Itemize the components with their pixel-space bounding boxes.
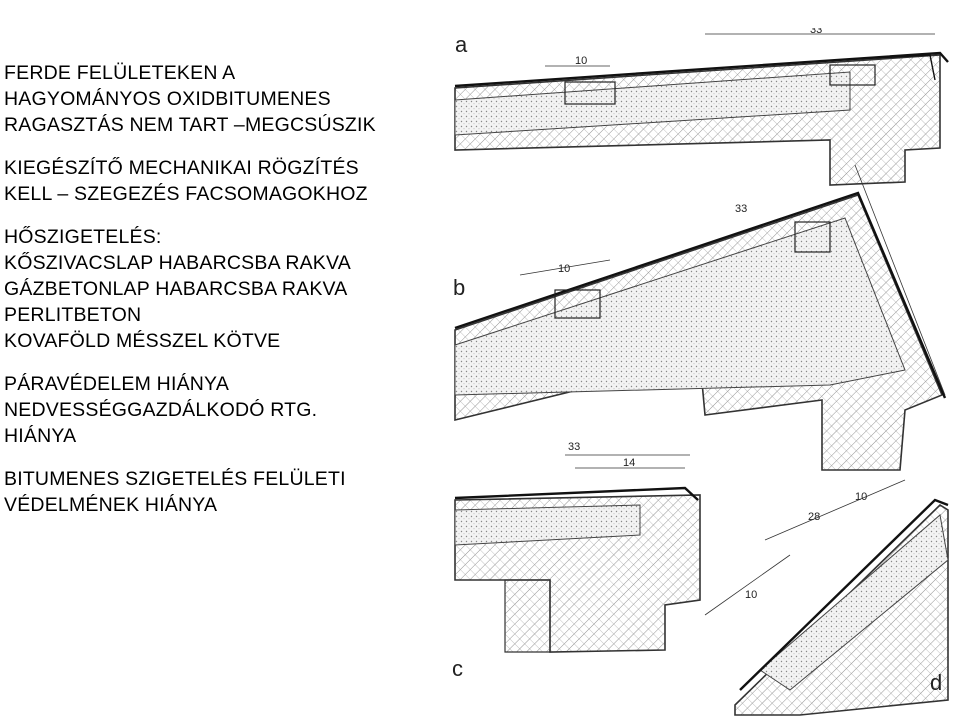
dimension-line — [854, 164, 946, 396]
text-block-insulation: HŐSZIGETELÉS: KŐSZIVACSLAP HABARCSBA RAK… — [4, 224, 444, 354]
dimension-line — [764, 479, 906, 541]
text-line: HAGYOMÁNYOS OXIDBITUMENES — [4, 88, 331, 110]
dimension-line — [519, 259, 611, 276]
detail-c-membrane — [454, 486, 699, 501]
dimension-label: 10 — [575, 55, 587, 67]
dimension-label: 10 — [855, 491, 867, 503]
text-block-fixing: KIEGÉSZÍTŐ MECHANIKAI RÖGZÍTÉS KELL – SZ… — [4, 155, 444, 207]
text-block-bitumen: BITUMENES SZIGETELÉS FELÜLETI VÉDELMÉNEK… — [4, 466, 444, 518]
detail-d: 28 10 10 d — [704, 479, 949, 716]
text-line: KIEGÉSZÍTŐ MECHANIKAI RÖGZÍTÉS — [4, 157, 359, 179]
detail-a-flashing — [839, 54, 936, 81]
detail-b-membrane — [454, 191, 947, 399]
detail-a-membrane — [454, 51, 949, 88]
detail-a: 33 10 a — [454, 28, 949, 186]
panel-label-d: d — [930, 670, 942, 695]
dimension-label: 33 — [568, 441, 580, 453]
detail-a-timber-block — [564, 81, 616, 105]
detail-b-insulation — [454, 217, 906, 396]
text-line: KELL – SZEGEZÉS FACSOMAGOKHOZ — [4, 183, 368, 205]
detail-c-lower — [504, 579, 551, 653]
text-line: HŐSZIGETELÉS: — [4, 226, 162, 248]
panel-label-b: b — [453, 275, 465, 300]
detail-c: 33 14 c — [452, 441, 701, 681]
text-line: KOVAFÖLD MÉSSZEL KÖTVE — [4, 330, 281, 352]
detail-c-insulation — [454, 504, 641, 546]
dimension-line — [704, 554, 791, 616]
detail-b-timber-block — [794, 221, 831, 253]
text-line: KŐSZIVACSLAP HABARCSBA RAKVA — [4, 252, 351, 274]
dimension-label: 28 — [808, 511, 820, 523]
text-block-sliding: FERDE FELÜLETEKEN A HAGYOMÁNYOS OXIDBITU… — [4, 60, 444, 138]
text-line: PÁRAVÉDELEM HIÁNYA — [4, 373, 230, 395]
text-block-vapour: PÁRAVÉDELEM HIÁNYA NEDVESSÉGGAZDÁLKODÓ R… — [4, 371, 444, 449]
panel-label-c: c — [452, 656, 463, 681]
dimension-label: 14 — [623, 457, 635, 469]
text-line: GÁZBETONLAP HABARCSBA RAKVA — [4, 278, 348, 300]
roof-detail-drawing: 33 10 a 33 10 b 33 14 c 28 10 10 — [452, 28, 949, 716]
text-line: NEDVESSÉGGAZDÁLKODÓ RTG. — [4, 399, 318, 421]
text-line: FERDE FELÜLETEKEN A — [4, 62, 236, 84]
text-line: BITUMENES SZIGETELÉS FELÜLETI — [4, 468, 346, 490]
text-line: RAGASZTÁS NEM TART –MEGCSÚSZIK — [4, 114, 376, 136]
text-column: FERDE FELÜLETEKEN A HAGYOMÁNYOS OXIDBITU… — [4, 60, 444, 535]
detail-b-timber-block — [554, 289, 601, 319]
detail-d-insulation — [759, 514, 949, 691]
detail-a-insulation — [454, 71, 851, 136]
text-line: VÉDELMÉNEK HIÁNYA — [4, 494, 218, 516]
dimension-label: 33 — [810, 28, 822, 36]
detail-b: 33 10 b — [453, 164, 947, 471]
detail-d-membrane — [739, 498, 949, 691]
dimension-label: 33 — [735, 203, 747, 215]
panel-label-a: a — [455, 32, 468, 57]
text-line: HIÁNYA — [4, 425, 77, 447]
dimension-label: 10 — [558, 263, 570, 275]
text-line: PERLITBETON — [4, 304, 142, 326]
detail-a-timber-block — [829, 64, 876, 86]
dimension-label: 10 — [745, 589, 757, 601]
